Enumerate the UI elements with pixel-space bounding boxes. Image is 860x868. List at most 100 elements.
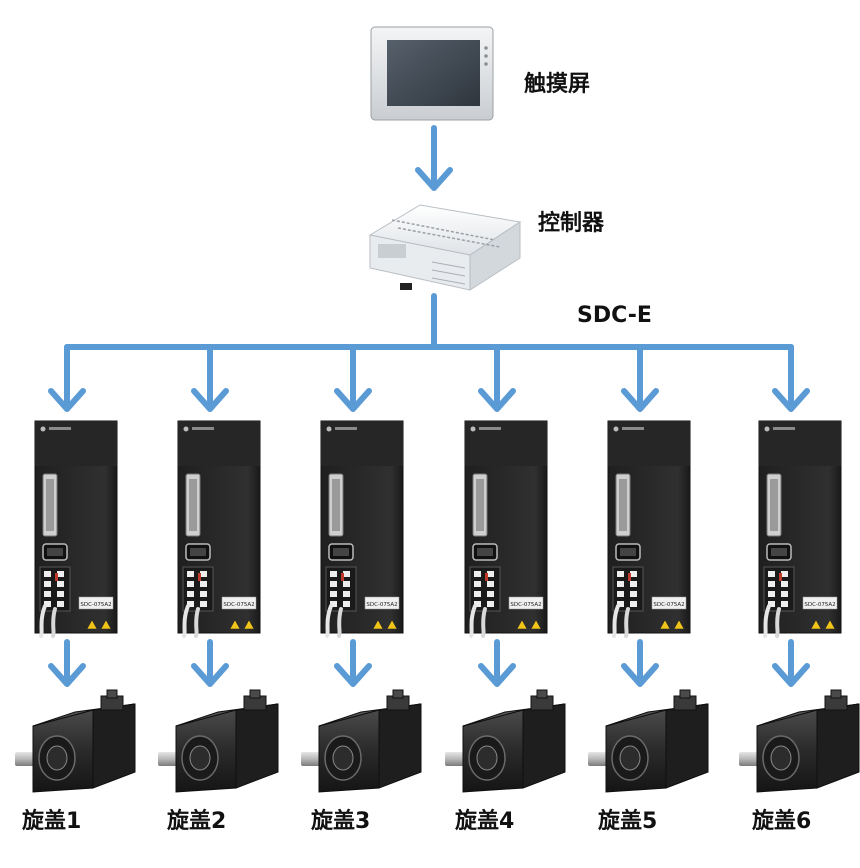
drive-logo-mark-4 [479,427,501,430]
drive-terminal-b-4-3 [487,591,494,597]
drive-terminal-b-5-2 [630,581,637,587]
drive-logo-icon-3 [326,426,332,432]
motor-face-hub-1 [46,745,68,771]
drive-terminal-a-1-2 [44,581,51,587]
motor-face-hub-2 [189,745,211,771]
drive-port-inner-6 [771,548,787,556]
motor-body-1 [92,703,136,789]
drive-logo-icon-5 [613,426,619,432]
motor-body-6 [816,703,860,789]
drive-model-plate-4 [508,596,544,610]
drive-terminal-a-4-4 [474,601,481,607]
motor-label-2: 旋盖2 [167,809,227,834]
motor-connector-cap-4 [536,689,548,699]
drive-top-panel-5 [608,421,690,466]
motor-top-1 [32,703,136,727]
drive-terminal-a-4-3 [474,591,481,597]
drop-arrowhead-1 [48,388,86,412]
drive-terminal-a-2-4 [187,601,194,607]
drive-terminal-red-2 [198,573,201,581]
motor-face-hub-6 [770,745,792,771]
drive-logo-mark-2 [192,427,214,430]
motor-body-5 [665,703,709,789]
drive-cable-b-4 [481,607,487,638]
drop-arrowhead-5 [621,388,659,412]
drive-warning-icon-b-4 [530,619,542,630]
drive-terminal-b-1-2 [57,581,64,587]
drive-logo-mark-5 [622,427,644,430]
bus-label: SDC-E [577,303,652,328]
drive-terminal-b-1-1 [57,571,64,577]
drive-terminal-b-5-4 [630,601,637,607]
servo-motor-2 [158,689,279,793]
drive-terminal-b-3-3 [343,591,350,597]
drive-model-label-5: SDC-075A2 [653,602,684,608]
drive-cable-a-6 [763,604,771,638]
drive-io-pins-1 [46,479,54,531]
drive-cable-a-4 [469,604,477,638]
drive-logo-icon-4 [470,426,476,432]
drive-model-label-1: SDC-075A2 [80,602,111,608]
drive-warning-icon-3 [372,619,384,630]
drive-port-inner-3 [333,548,349,556]
drive-io-pins-2 [189,479,197,531]
drive-terminal-b-6-1 [781,571,788,577]
drive-terminal-a-4-1 [474,571,481,577]
drive-cable-a-2 [182,604,190,638]
drive-terminal-a-2-1 [187,571,194,577]
drive-terminal-a-3-2 [330,581,337,587]
drive-warning-icon-b-2 [243,619,255,630]
drive-terminal-b-2-4 [200,601,207,607]
drive-terminal-a-6-3 [768,591,775,597]
drive-terminal-b-4-2 [487,581,494,587]
drive-logo-icon-6 [764,426,770,432]
drive-cable-a-5 [612,604,620,638]
drive-cable-b-5 [624,607,630,638]
controller-label: 控制器 [538,211,605,236]
motor-label-1: 旋盖1 [22,809,82,834]
drive-model-plate-5 [651,596,687,610]
drive-terminal-a-3-3 [330,591,337,597]
motor-label-6: 旋盖6 [752,809,812,834]
drive-top-panel-1 [35,421,117,466]
drive-warning-icon-b-6 [824,619,836,630]
drive-cable-a-1 [39,604,47,638]
drive-top-panel-2 [178,421,260,466]
drive-terminal-b-3-2 [343,581,350,587]
drive-cable-b-6 [775,607,781,638]
drive-terminal-red-5 [628,573,631,581]
drive-warning-icon-b-1 [100,619,112,630]
servo-motors [15,689,860,793]
drive-io-pins-3 [332,479,340,531]
motor-arrowhead-5 [621,663,659,687]
drive-model-label-4: SDC-075A2 [510,602,541,608]
motor-face-hub-3 [332,745,354,771]
drive-port-inner-1 [47,548,63,556]
motor-connector-cap-2 [249,689,261,699]
drive-terminal-a-4-2 [474,581,481,587]
drive-cable-a-3 [325,604,333,638]
motor-connector-cap-3 [392,689,404,699]
motor-top-4 [462,703,566,727]
motor-top-5 [605,703,709,727]
motor-connector-cap-5 [679,689,691,699]
drive-terminal-b-1-4 [57,601,64,607]
motor-arrowhead-2 [191,663,229,687]
drive-terminal-a-3-1 [330,571,337,577]
drive-logo-icon-1 [40,426,46,432]
drive-top-panel-4 [465,421,547,466]
motor-face-hub-4 [476,745,498,771]
drive-terminal-red-3 [341,573,344,581]
drive-terminal-a-6-4 [768,601,775,607]
drive-model-plate-3 [364,596,400,610]
drive-warning-icon-1 [86,619,98,630]
motor-arrowhead-1 [48,663,86,687]
drive-terminal-a-5-3 [617,591,624,597]
hmi-to-controller-arrowhead [415,167,453,191]
drive-warning-icon-4 [516,619,528,630]
drive-terminal-b-3-4 [343,601,350,607]
motor-top-2 [175,703,279,727]
drive-terminal-b-2-3 [200,591,207,597]
drive-terminal-b-1-3 [57,591,64,597]
